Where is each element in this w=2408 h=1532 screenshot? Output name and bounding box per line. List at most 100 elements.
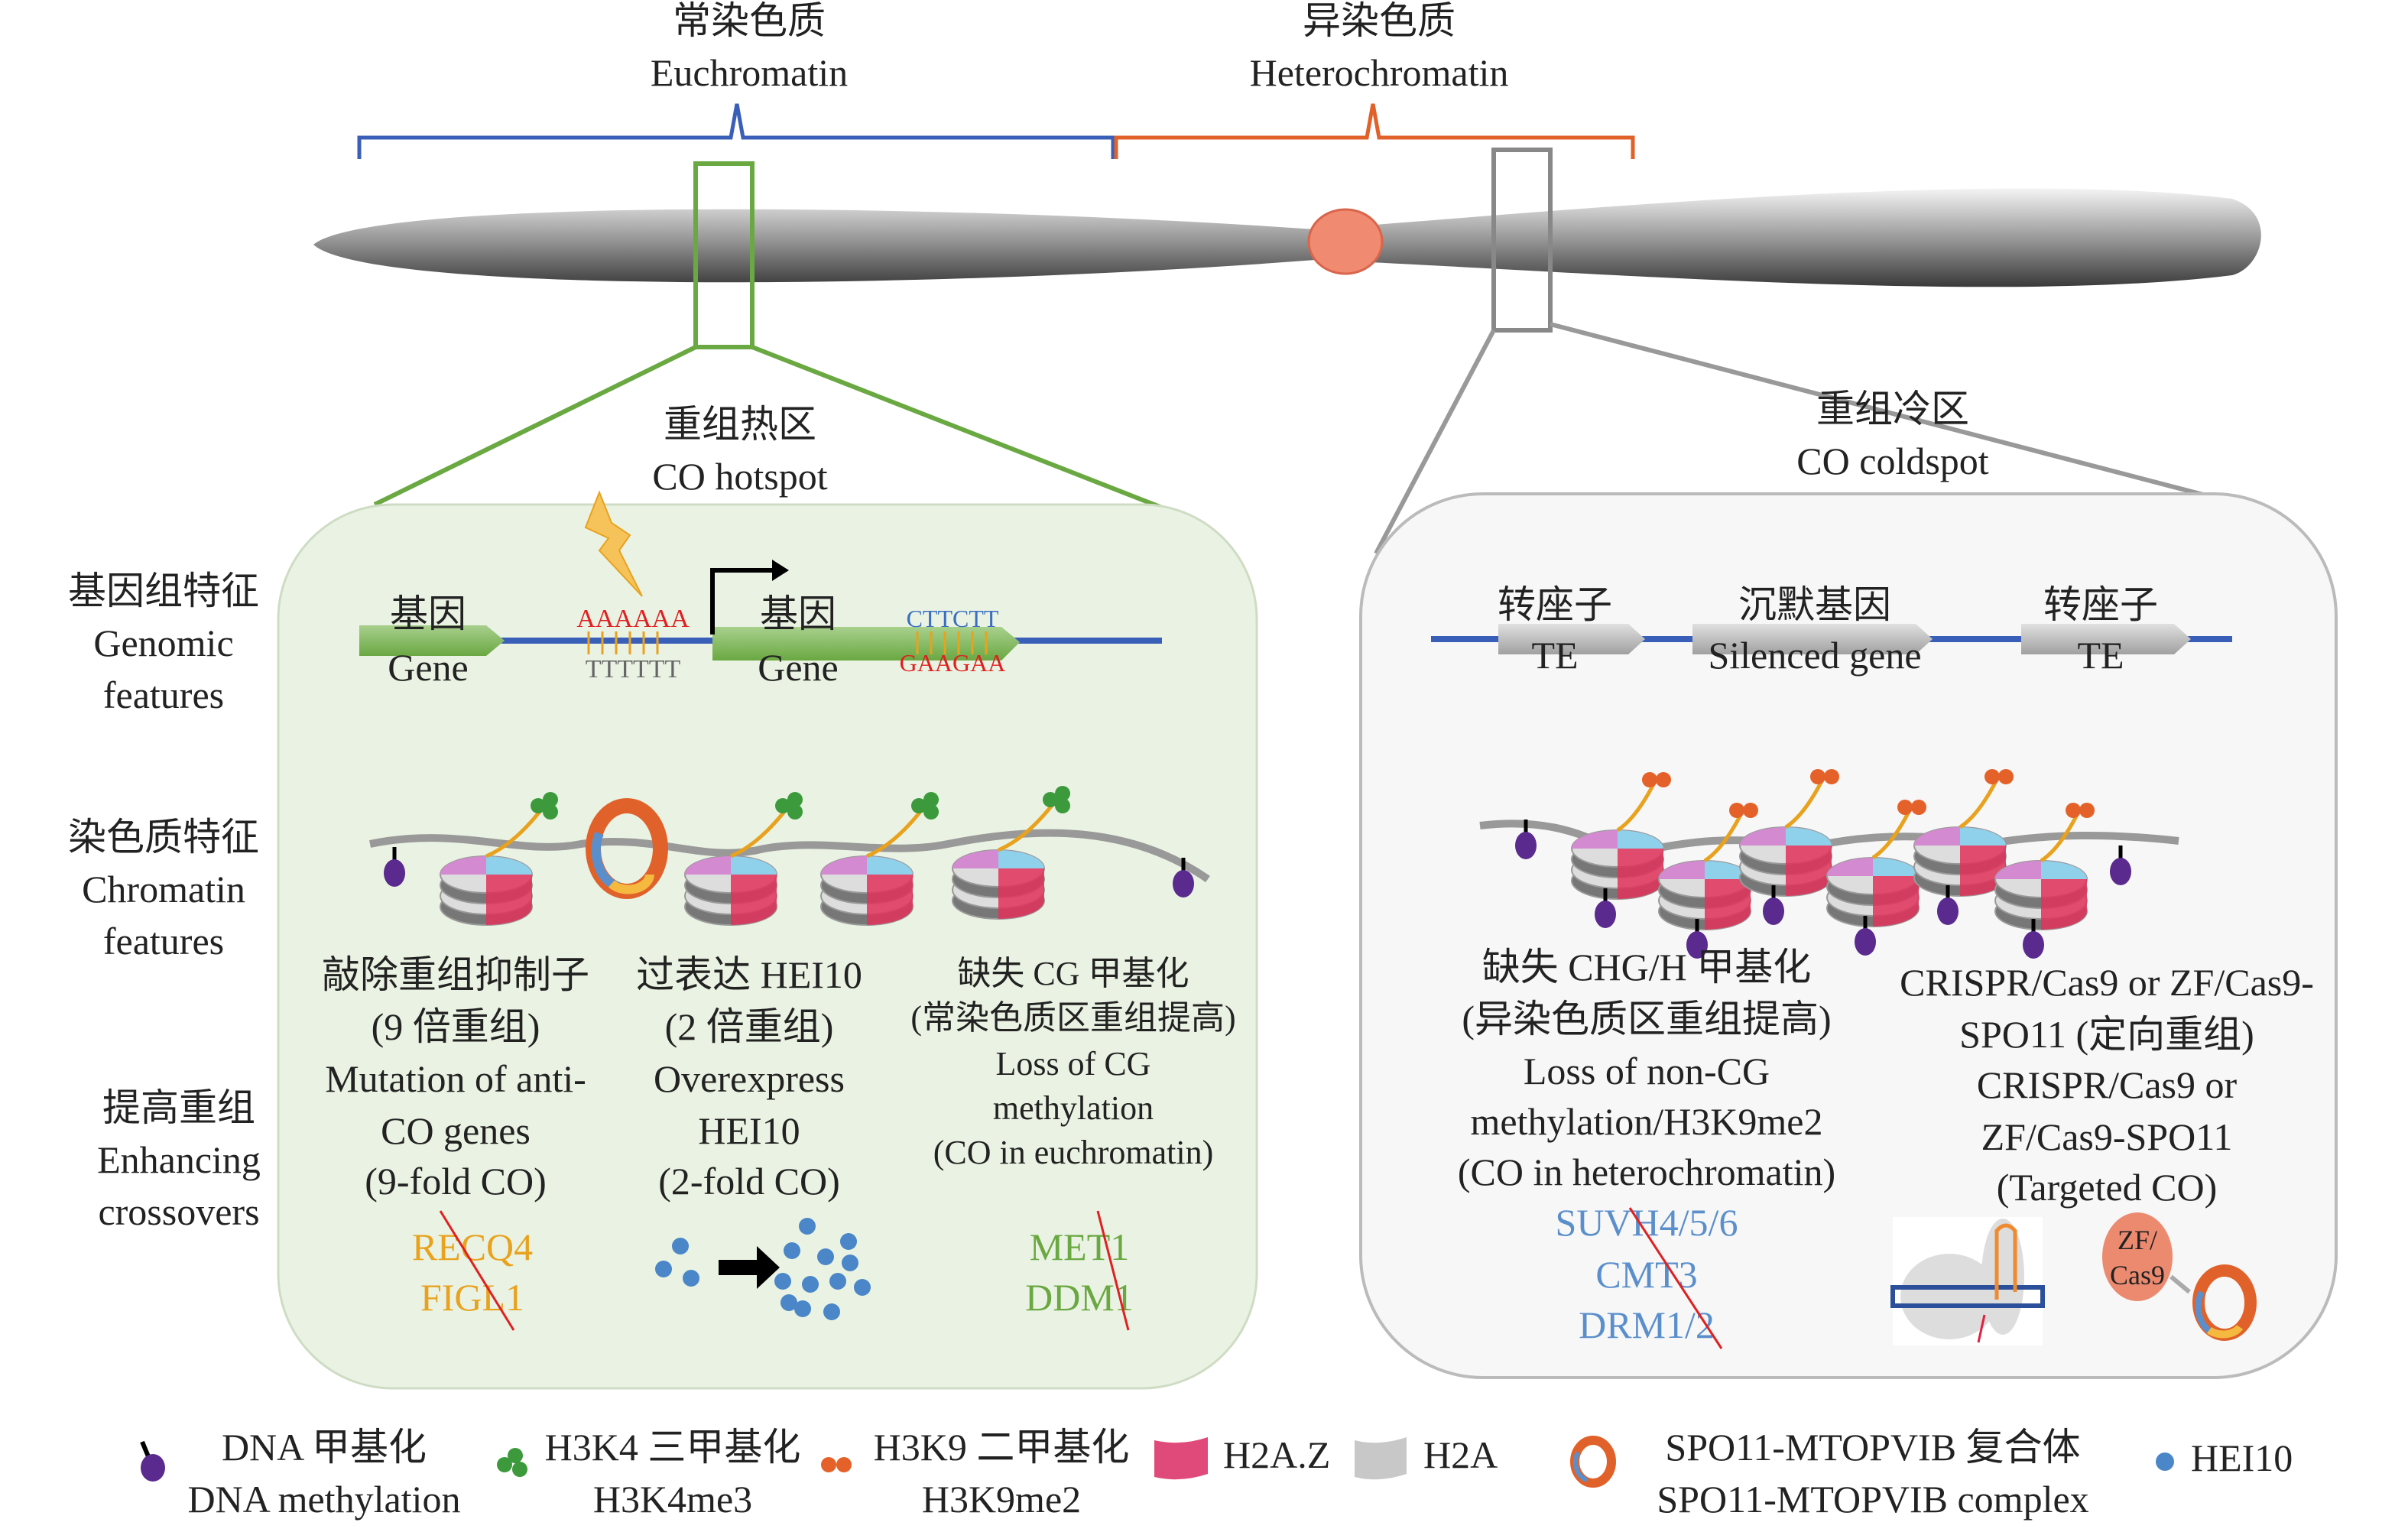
svg-text:HEI10: HEI10: [2191, 1436, 2293, 1479]
svg-text:features: features: [103, 920, 224, 962]
svg-text:H2A.Z: H2A.Z: [1223, 1433, 1330, 1476]
dna-methylation-icon: [141, 1454, 165, 1482]
nucleosome: [1571, 772, 1671, 900]
gene1-zh: 基因: [390, 592, 466, 635]
dna-methylation-mark-icon: [384, 859, 405, 887]
hotspot-panel: [277, 503, 1258, 1390]
poly-a: AAAAAA: [576, 605, 690, 633]
hei10-dot: [799, 1218, 816, 1235]
tss-arrow-icon: [710, 568, 777, 635]
nucleosome: [440, 792, 558, 926]
legend-item-h2az: H2A.Z: [1154, 1433, 1330, 1480]
nucleosomes-left: [384, 786, 1194, 926]
hei10-dot: [829, 1273, 846, 1290]
euchromatin-bracket: [357, 103, 1115, 159]
dna-methylation-mark-icon: [1763, 897, 1784, 925]
h3k9me2-mark-icon: [1642, 772, 1671, 787]
dna-methylation-mark-icon: [2023, 931, 2044, 959]
svg-text:(常染色质区重组提高): (常染色质区重组提高): [910, 999, 1235, 1037]
svg-text:(Targeted CO): (Targeted CO): [1997, 1166, 2218, 1209]
svg-text:提高重组: 提高重组: [102, 1086, 255, 1129]
euchromatin-zh: 常染色质: [673, 0, 826, 42]
legend-item-h3k9me2: H3K9 二甲基化 H3K9me2: [821, 1426, 1129, 1521]
hei10-dot: [784, 1242, 800, 1259]
euchromatin-en: Euchromatin: [651, 51, 848, 94]
svg-text:DNA methylation: DNA methylation: [188, 1478, 461, 1521]
h3k4me3-mark-icon: [775, 792, 803, 820]
nucleosome: [820, 792, 939, 926]
svg-text:Overexpress: Overexpress: [654, 1057, 845, 1100]
gene2-zh: 基因: [760, 592, 836, 635]
h3k4me3-mark-icon: [1043, 786, 1070, 813]
hotspot-zh: 重组热区: [664, 403, 816, 446]
hei10-dot: [655, 1261, 672, 1277]
hei10-icon: [2156, 1452, 2174, 1471]
svg-text:SPO11-MTOPVIB 复合体: SPO11-MTOPVIB 复合体: [1665, 1426, 2080, 1469]
hei10-dot: [672, 1238, 689, 1254]
gene-arrow-1: [359, 625, 505, 656]
hei10-dot: [854, 1279, 871, 1296]
svg-text:缺失 CHG/H 甲基化: 缺失 CHG/H 甲基化: [1482, 946, 1812, 988]
svg-text:HEI10: HEI10: [698, 1109, 800, 1152]
svg-text:H3K4 三甲基化: H3K4 三甲基化: [545, 1426, 801, 1469]
nucleosomes-right: [1515, 769, 2131, 959]
heterochromatin-en: Heterochromatin: [1250, 51, 1509, 94]
silenced-gene-arrow: [1692, 624, 1933, 654]
svg-text:染色质特征: 染色质特征: [68, 816, 259, 859]
legend-item-hei10: HEI10: [2156, 1436, 2293, 1479]
gene-arrow-2: [712, 627, 1020, 661]
svg-text:Loss of CG: Loss of CG: [996, 1045, 1151, 1082]
nucleosome: [1994, 803, 2095, 930]
spo11-complex-legend-icon: [1570, 1436, 1616, 1488]
nucleosome: [952, 786, 1070, 920]
hei10-dot: [817, 1248, 834, 1265]
hei10-overexpression: [655, 1218, 871, 1320]
svg-text:methylation: methylation: [993, 1089, 1154, 1127]
legend-item-h2a: H2A: [1355, 1433, 1498, 1480]
coldspot-en: CO coldspot: [1796, 440, 1989, 482]
col2-text: 过表达 HEI10 (2 倍重组) Overexpress HEI10 (2-f…: [636, 953, 862, 1203]
hei10-dot: [683, 1270, 699, 1287]
svg-text:敲除重组抑制子: 敲除重组抑制子: [322, 953, 589, 996]
h3k4me3-icon: [497, 1448, 527, 1477]
gene-drm12: DRM1/2: [1579, 1303, 1715, 1346]
svg-text:(2 倍重组): (2 倍重组): [665, 1005, 834, 1048]
dna-methylation-mark-icon: [1515, 832, 1537, 859]
row-label-genomic: 基因组特征 Genomic features: [68, 570, 259, 716]
h3k9me2-mark-icon: [1729, 803, 1758, 818]
svg-text:H2A: H2A: [1423, 1433, 1498, 1476]
spo11-complex-icon: [586, 798, 668, 899]
svg-text:H3K4me3: H3K4me3: [593, 1478, 752, 1521]
svg-text:ZF/Cas9-SPO11: ZF/Cas9-SPO11: [1981, 1115, 2233, 1158]
svg-text:Enhancing: Enhancing: [97, 1138, 261, 1181]
svg-text:(CO in euchromatin): (CO in euchromatin): [933, 1134, 1214, 1171]
svg-text:CRISPR/Cas9 or: CRISPR/Cas9 or: [1977, 1063, 2238, 1106]
zf-cas9-spo11-icon: ZF/ Cas9: [2102, 1212, 2257, 1341]
dna-methylation-mark-icon: [1686, 931, 1708, 959]
svg-text:(9 倍重组): (9 倍重组): [372, 1005, 540, 1048]
chromosome: [313, 188, 2261, 287]
gene-met1: MET1: [1030, 1225, 1130, 1268]
col3-text: 缺失 CG 甲基化 (常染色质区重组提高) Loss of CG methyla…: [910, 955, 1235, 1171]
row-label-chromatin: 染色质特征 Chromatin features: [68, 816, 259, 962]
dna-methylation-mark-icon: [1173, 870, 1194, 897]
gene-ddm1: DDM1: [1025, 1276, 1134, 1319]
te-arrow-2: [2021, 624, 2191, 654]
hei10-dot: [794, 1300, 811, 1317]
legend-item-spo11-complex: SPO11-MTOPVIB 复合体 SPO11-MTOPVIB complex: [1570, 1426, 2089, 1521]
hei10-dot: [774, 1273, 791, 1290]
coldspot-zh: 重组冷区: [1816, 388, 1969, 430]
svg-text:features: features: [103, 673, 224, 716]
hei10-dot: [802, 1276, 819, 1293]
te1-en: TE: [1531, 634, 1578, 677]
svg-text:Cas9: Cas9: [2110, 1260, 2165, 1290]
coldspot-panel: [1359, 492, 2338, 1379]
coldspot-box: [1491, 148, 1553, 333]
right-col2-text: CRISPR/Cas9 or ZF/Cas9- SPO11 (定向重组) CRI…: [1900, 961, 2314, 1209]
heterochromatin-zh: 异染色质: [1303, 0, 1456, 42]
gene1-en: Gene: [388, 646, 469, 689]
h3k4me3-mark-icon: [911, 792, 939, 820]
nucleosome: [1826, 800, 1926, 927]
silenced-en: Silenced gene: [1708, 634, 1921, 677]
hei10-dot: [840, 1233, 857, 1250]
